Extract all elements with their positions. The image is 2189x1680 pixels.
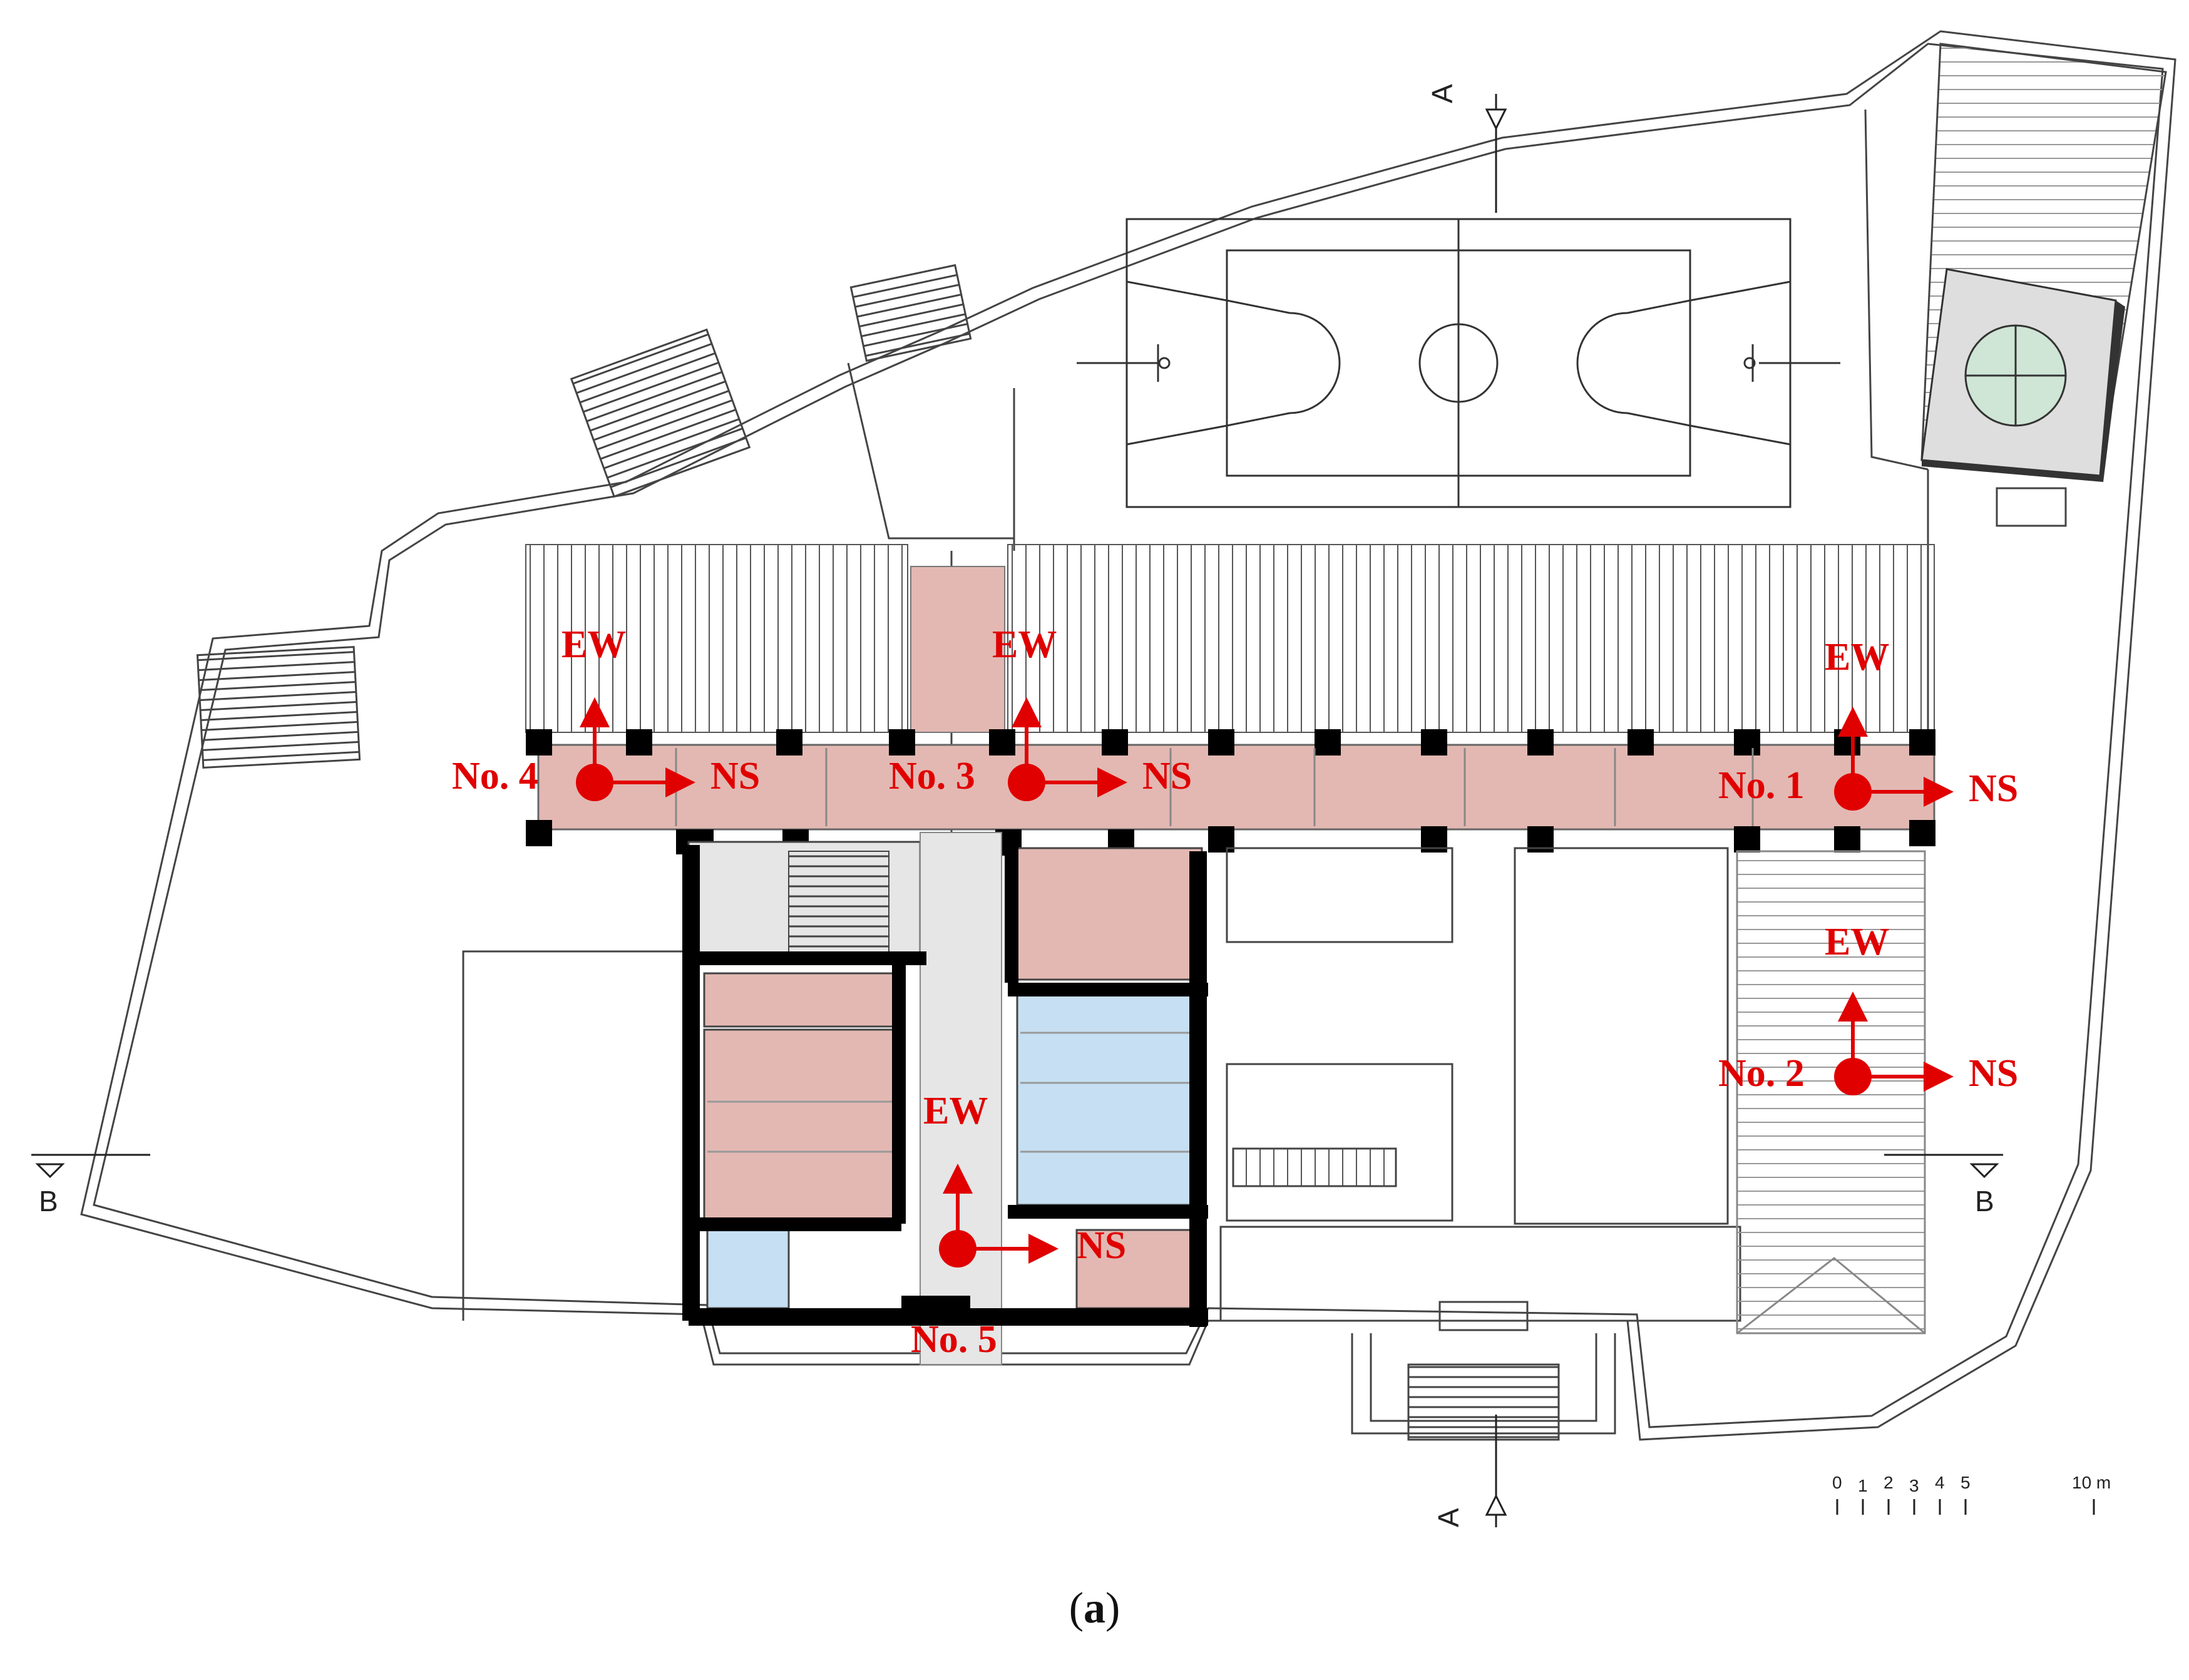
main-corridor: [526, 729, 1935, 856]
sensor-no-2-label: No. 2: [1718, 1052, 1805, 1095]
sensor-no-3-label: No. 3: [889, 755, 975, 797]
scale-tick-1: 1: [1858, 1476, 1868, 1495]
sensor-no-4-label: No. 4: [452, 755, 538, 797]
sensor-no-3-ns: NS: [1142, 755, 1192, 797]
sensor-no-2-ns: NS: [1969, 1052, 2018, 1095]
right-building-block: [1219, 847, 1926, 1334]
scale-tick-3: 3: [1909, 1476, 1919, 1495]
sensor-no-4: [576, 697, 695, 801]
caption-close: ): [1105, 1584, 1120, 1632]
sensor-no-1-label: No. 1: [1718, 764, 1805, 807]
scale-tick-5: 5: [1961, 1473, 1971, 1492]
scale-tick-2: 2: [1884, 1473, 1894, 1492]
sensor-no-2-ew: EW: [1825, 921, 1889, 963]
sensor-no-4-ew: EW: [561, 623, 626, 666]
exterior-stairs: [196, 264, 972, 769]
water-tank-structure: [1920, 43, 2167, 527]
sensor-no-5-ew: EW: [923, 1090, 988, 1132]
sensor-no-3: [1008, 697, 1127, 801]
caption-letter: a: [1084, 1584, 1105, 1632]
section-b-left-label: B: [39, 1185, 58, 1217]
scale-end-label: 10 m: [2072, 1473, 2111, 1492]
front-stair: [1351, 1301, 1616, 1441]
caption-open: (: [1069, 1584, 1084, 1632]
sensor-no-5-label: No. 5: [911, 1318, 997, 1361]
sensor-no-1: [1834, 707, 1954, 811]
sensor-no-4-ns: NS: [710, 755, 760, 797]
section-b-right-label: B: [1975, 1185, 1994, 1217]
scale-bar: [1836, 1499, 2095, 1515]
sensor-no-2: [1834, 991, 1954, 1095]
section-markers: [31, 94, 2003, 1527]
scale-tick-4: 4: [1935, 1473, 1945, 1492]
sensor-no-3-ew: EW: [992, 623, 1057, 666]
sensor-no-5: [939, 1164, 1059, 1268]
sports-court: [1077, 218, 1840, 508]
figure-caption: (a): [0, 1584, 2189, 1634]
section-a-top-label: A: [1426, 84, 1458, 103]
site-boundary: [80, 30, 2176, 1441]
section-a-bottom-label: A: [1432, 1508, 1465, 1527]
sensor-no-1-ns: NS: [1969, 767, 2018, 810]
left-building-block: [682, 832, 1208, 1365]
scale-tick-0: 0: [1832, 1473, 1842, 1492]
sensor-no-5-ns: NS: [1077, 1224, 1126, 1267]
corridor-canopy: [525, 544, 1935, 733]
sensor-no-1-ew: EW: [1825, 636, 1889, 679]
